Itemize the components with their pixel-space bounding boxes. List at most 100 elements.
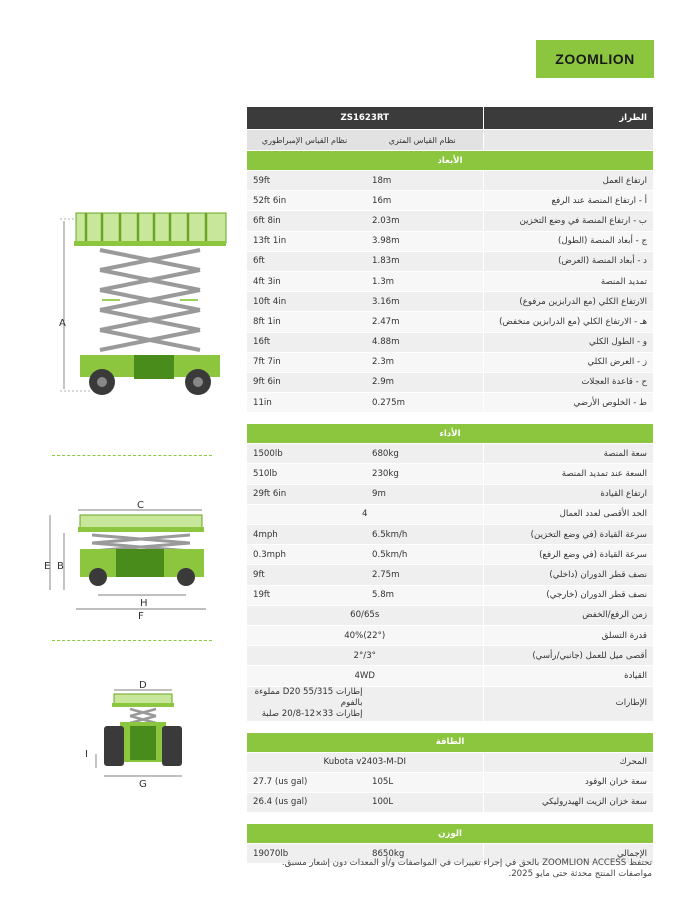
spec-value-imperial: 29ft 6in — [247, 484, 362, 505]
spec-label: أ - ارتفاع المنصة عند الرفع — [482, 190, 653, 212]
spec-label: ب - ارتفاع المنصة في وضع التخزين — [482, 210, 653, 232]
spec-value-metric: 230kg — [362, 463, 483, 485]
zoomlion-logo: ZOOMLION — [536, 40, 654, 78]
spec-value-imperial: 4mph — [247, 524, 362, 546]
spec-value-imperial: 11in — [247, 392, 362, 414]
spec-value-metric: 5.8m — [362, 585, 483, 606]
footer-line-1: تحتفظ ZOOMLION ACCESS بالحق في إجراء تغي… — [281, 858, 652, 868]
spec-value-metric: 16m — [362, 190, 483, 212]
spec-value-imperial: 27.7 (us gal) — [247, 772, 362, 793]
section-header: الأبعاد — [247, 150, 653, 171]
brand-name: ZOOMLION — [555, 51, 635, 67]
section-title: الأداء — [247, 423, 653, 445]
spec-value-imperial: 9ft — [247, 564, 362, 586]
spec-value-imperial: 0.3mph — [247, 544, 362, 566]
dim-label-g: G — [139, 779, 147, 790]
section-title: الوزن — [247, 823, 653, 845]
spec-value-imperial: 1500lb — [247, 443, 362, 465]
rear-view-diagram: D I G — [85, 680, 182, 790]
spec-label: تمديد المنصة — [482, 271, 653, 293]
spec-label: هـ - الارتفاع الكلي (مع الدرابزين منخفض) — [482, 311, 653, 333]
spec-value-metric: 0.275m — [362, 392, 483, 414]
spec-value-metric: 4.88m — [362, 332, 483, 353]
section-header: الوزن — [247, 823, 653, 845]
spec-label: ح - قاعدة العجلات — [482, 372, 653, 394]
spec-value-metric: 8650kg — [362, 843, 483, 865]
dim-label-f: F — [138, 611, 144, 622]
spec-label: الحد الأقصى لعدد العمال — [482, 504, 653, 526]
spec-value-imperial: 9ft 6in — [247, 372, 362, 394]
spec-label: نصف قطر الدوران (داخلي) — [482, 564, 653, 586]
section-gap — [247, 812, 653, 825]
spec-value-metric: 3.16m — [362, 291, 483, 313]
spec-value-imperial: 52ft 6in — [247, 190, 362, 212]
spec-label: القيادة — [482, 665, 653, 687]
spec-label: سرعة القيادة (في وضع التخزين) — [482, 524, 653, 546]
spec-label: سعة خزان الوقود — [482, 772, 653, 793]
spec-value-metric: 1.3m — [362, 271, 483, 293]
spec-value-metric: 680kg — [362, 443, 483, 465]
spec-value-metric: 105L — [362, 772, 483, 793]
dim-label-a: A — [59, 318, 66, 329]
spec-label: ارتفاع العمل — [482, 170, 653, 192]
spec-label: ارتفاع القيادة — [482, 484, 653, 505]
spec-value-metric: 2.75m — [362, 564, 483, 586]
section-gap — [247, 412, 653, 425]
dim-label-d: D — [139, 680, 147, 691]
spec-row: 40%(22°)قدرة التسلق — [247, 625, 653, 647]
spec-label: و - الطول الكلي — [482, 332, 653, 353]
spec-value-metric: 2.47m — [362, 311, 483, 333]
section-gap — [247, 721, 653, 733]
spec-label: الإجمالي — [482, 843, 653, 865]
spec-value-metric: 3.98m — [362, 231, 483, 252]
section-header: الطاقة — [247, 732, 653, 753]
spec-label: نصف قطر الدوران (خارجي) — [482, 585, 653, 606]
gap-cell — [247, 721, 653, 733]
spec-value-imperial: 16ft — [247, 332, 362, 353]
spec-label: سرعة القيادة (في وضع الرفع) — [482, 544, 653, 566]
front-view-diagram: C E B H F — [44, 500, 206, 622]
spec-value-metric: 1.83m — [362, 251, 483, 272]
spec-label: الإطارات — [482, 686, 653, 722]
spec-label: ج - أبعاد المنصة (الطول) — [482, 231, 653, 252]
spec-value-span: 60/65s — [247, 605, 483, 626]
spec-value-metric: 9m — [362, 484, 483, 505]
model-name: ZS1623RT — [247, 107, 483, 130]
spec-value-metric: 2.9m — [362, 372, 483, 394]
spec-value-imperial: 6ft 8in — [247, 210, 362, 232]
footer-disclaimer: تحتفظ ZOOMLION ACCESS بالحق في إجراء تغي… — [232, 858, 652, 880]
spec-label: سعة المنصة — [482, 443, 653, 465]
spec-value-metric: 100L — [362, 792, 483, 814]
spec-value-metric: 6.5km/h — [362, 524, 483, 546]
spec-value-metric: 18m — [362, 170, 483, 192]
spec-value-metric: 2.03m — [362, 210, 483, 232]
spec-value-span: 2°/3° — [247, 645, 483, 667]
spec-label: السعة عند تمديد المنصة — [482, 463, 653, 485]
spec-value-span: 40%(22°) — [247, 625, 483, 647]
spec-value-span: 4 — [247, 504, 483, 526]
spec-value-imperial: 7ft 7in — [247, 352, 362, 373]
divider-1 — [52, 455, 212, 456]
spec-value-imperial: 10ft 4in — [247, 291, 362, 313]
spec-label: ز - العرض الكلي — [482, 352, 653, 373]
